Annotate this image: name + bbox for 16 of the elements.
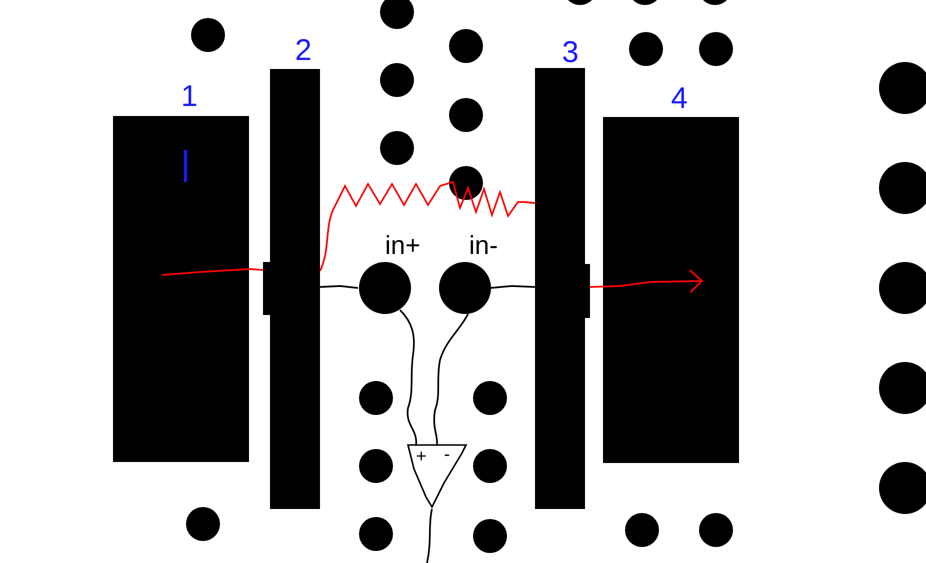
wire [319,181,536,272]
polarity-sign: - [444,445,450,463]
pin-label: in+ [385,232,420,258]
wire [399,309,418,446]
wire [320,285,358,289]
pad-number: 2 [295,36,312,66]
wire [426,508,433,563]
wire [433,314,469,446]
wire [162,268,264,276]
wire [490,285,536,289]
polarity-sign: + [416,447,427,465]
current-path-arrow [590,269,703,294]
pad-number: 3 [562,38,579,68]
pad-number: 1 [181,82,198,112]
pad-number: 4 [671,84,688,114]
pin-label: in- [469,232,498,258]
